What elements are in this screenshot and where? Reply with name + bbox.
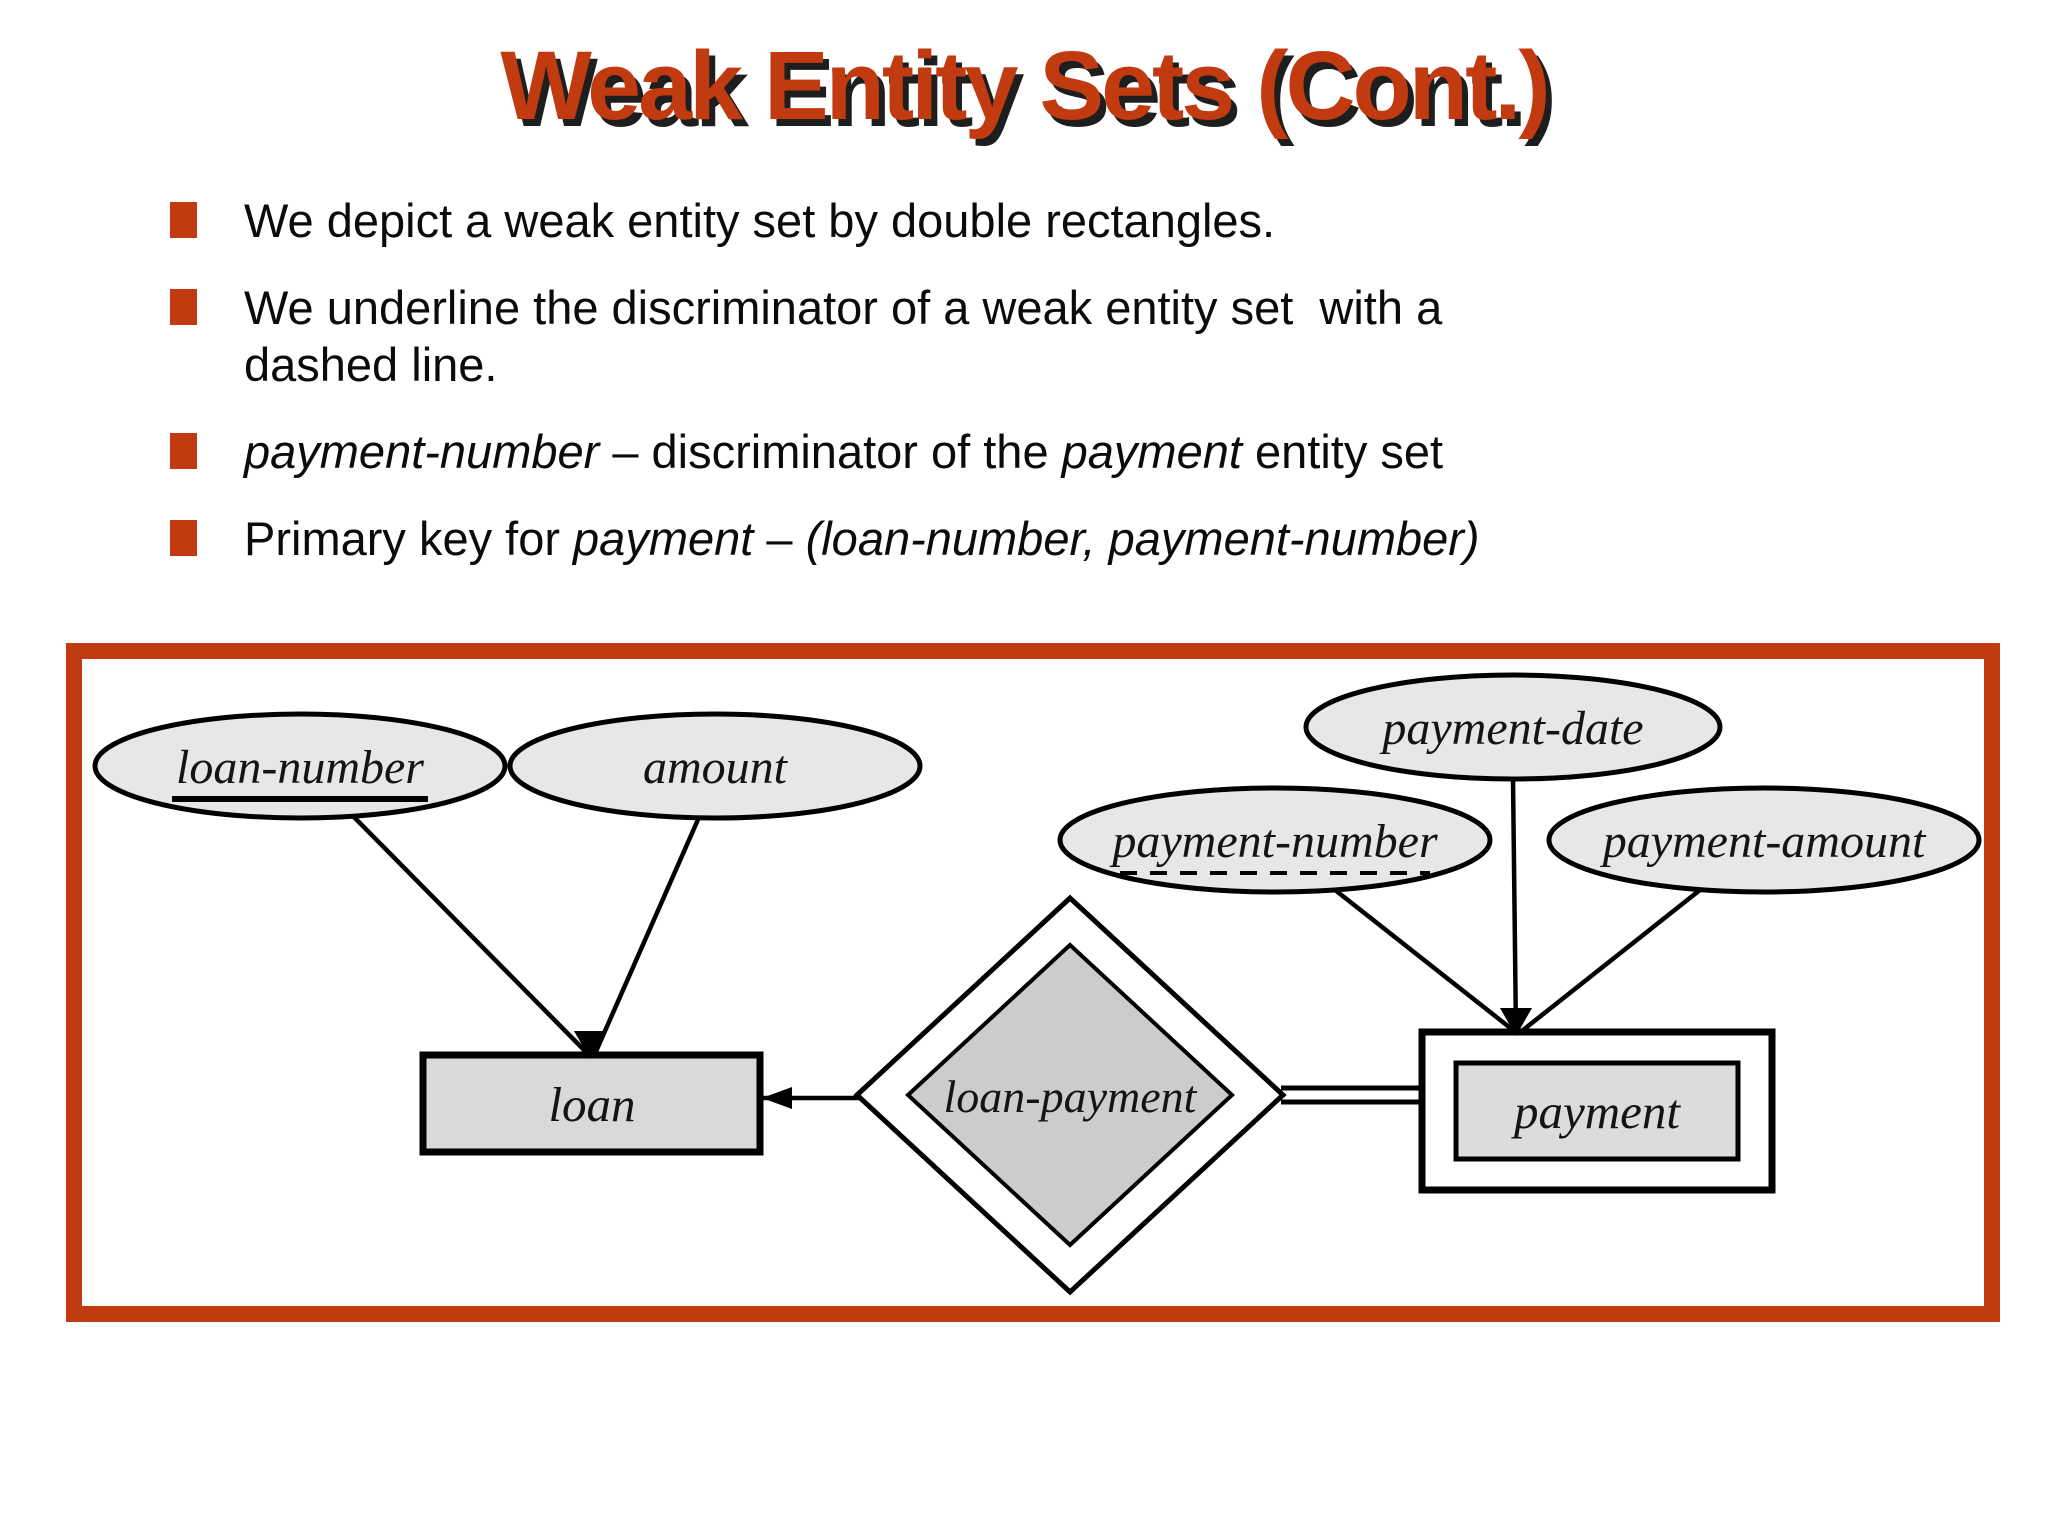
payment-number-ellipse	[1057, 785, 1493, 895]
bullet-marker	[170, 520, 197, 556]
payment-date-label: payment-date	[1379, 702, 1643, 755]
line-payment-amount-to-payment	[1516, 884, 1707, 1036]
bullet-text: Primary key for payment – (loan-number, …	[244, 512, 1480, 565]
line-loan-number-to-loan	[348, 811, 592, 1058]
loan-payment-label: loan-payment	[944, 1071, 1198, 1122]
bullet-marker	[170, 202, 197, 238]
amount-ellipse	[507, 711, 923, 821]
payment-amount-label: payment-amount	[1600, 815, 1927, 868]
bullet-item: We underline the discriminator of a weak…	[170, 279, 1810, 393]
line-payment-date-to-payment	[1510, 778, 1519, 1035]
loan-number-attribute: loan-number	[92, 711, 508, 821]
payment-inner-rectangle	[1453, 1060, 1741, 1162]
bullet-text: We underline the discriminator of a weak…	[244, 281, 1443, 391]
bullet-item: Primary key for payment – (loan-number, …	[170, 510, 1810, 567]
bullet-text: We depict a weak entity set by double re…	[244, 194, 1276, 247]
payment-label: payment	[1511, 1084, 1681, 1139]
payment-weak-entity: payment	[1418, 1028, 1776, 1194]
slide-title: Weak Entity Sets (Cont.)	[500, 31, 1550, 140]
diagram-red-frame	[66, 643, 2000, 1322]
loan-number-label: loan-number	[176, 741, 424, 794]
bullet-text: payment-number – discriminator of the pa…	[244, 425, 1444, 478]
relationship-inner-diamond	[905, 942, 1235, 1248]
bullet-marker	[170, 433, 197, 469]
arrowhead-relationship-to-loan	[762, 1087, 792, 1109]
loan-payment-relationship: loan-payment	[853, 894, 1287, 1296]
bullet-list: We depict a weak entity set by double re…	[170, 192, 1810, 597]
amount-attribute: amount	[507, 711, 923, 821]
arrowhead-loan-attributes	[574, 1031, 606, 1059]
line-payment-number-to-payment	[1328, 884, 1520, 1036]
bullet-marker	[170, 289, 197, 325]
loan-number-ellipse	[92, 711, 508, 821]
payment-date-attribute: payment-date	[1303, 672, 1723, 782]
bullet-item: payment-number – discriminator of the pa…	[170, 423, 1810, 480]
loan-label: loan	[548, 1077, 635, 1132]
payment-number-attribute: payment-number	[1057, 785, 1493, 895]
line-amount-to-loan	[591, 814, 703, 1057]
bullet-item: We depict a weak entity set by double re…	[170, 192, 1810, 249]
amount-label: amount	[643, 741, 789, 794]
er-diagram: loan-number amount payment-date payment-…	[66, 643, 2000, 1322]
loan-entity: loan	[419, 1051, 764, 1156]
payment-amount-attribute: payment-amount	[1546, 785, 1982, 895]
arrowhead-payment-attributes	[1500, 1008, 1532, 1036]
payment-number-label: payment-number	[1109, 815, 1438, 868]
payment-date-ellipse	[1303, 672, 1723, 782]
payment-amount-ellipse	[1546, 785, 1982, 895]
